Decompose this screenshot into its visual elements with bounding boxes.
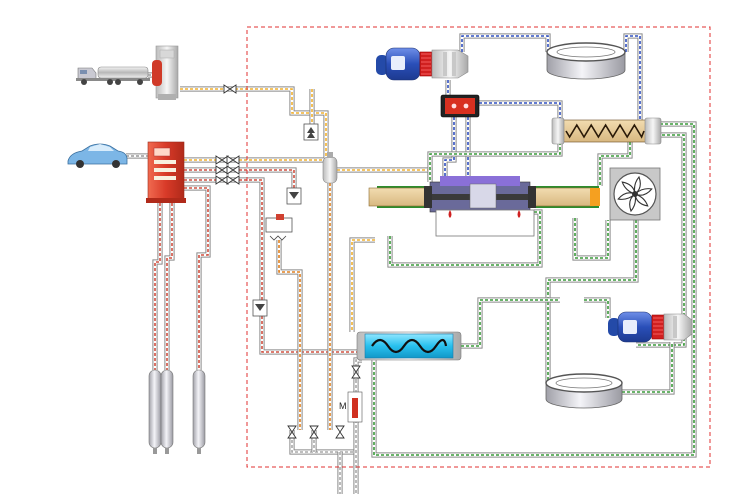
bottom-tank-to-pump [622,342,675,395]
to-adsorber-line [337,167,433,180]
underground-tank-group [148,369,206,454]
valve-icon [215,155,229,165]
pressure-regulator-icon [265,214,293,241]
condenser-to-adsorber [597,142,633,186]
unloading-post-icon [152,45,179,100]
drain-header [289,430,356,455]
fan-blade [621,181,636,195]
level-motor-icon: M [339,391,363,423]
dispenser-return-line-b [184,177,265,300]
adsorber-lower-loop [387,209,543,268]
underground-tank-icon [192,369,206,454]
valve-icon [223,84,237,94]
adsorber-to-exchanger [349,237,375,332]
control-box-icon [440,94,480,118]
underground-tank-icon [148,369,162,454]
fan-blade [633,188,653,196]
cooling-main-return [371,121,697,458]
cooling-branch-pump [636,132,687,348]
filter-separator-icon [322,152,338,184]
valve-icon [215,175,229,185]
flame-arrester-icon [303,123,319,141]
fuel-dispenser-icon [146,141,186,203]
tank-line-b [164,188,175,370]
condenser-top-return [427,142,563,182]
valve-icon [215,165,229,175]
valve-icon [226,165,240,175]
motor-label: M [339,401,347,411]
system-boundary [246,26,711,468]
wavy-heat-exchanger-icon [356,331,462,361]
motor-pump-icon [608,311,693,343]
ring-tank-icon [546,42,626,80]
exchanger-outlet [461,297,560,349]
tank-to-condenser-line [623,33,643,120]
return-to-exchanger [259,316,357,355]
valve-icon [287,425,297,439]
control-to-adsorber-a [442,117,457,176]
regulator-drain [276,240,303,430]
valve-group [215,84,361,439]
adsorber-to-fan [572,218,611,261]
check-valve-lower-icon [252,299,268,317]
car-icon [67,143,128,168]
valve-icon [351,365,361,379]
fan-to-bottom-tank [545,220,639,383]
valve-icon [226,155,240,165]
pump-to-tank-line [459,33,551,52]
tanker-truck-icon [76,66,150,85]
adsorber-assembly [368,176,600,237]
ring-tank-icon [545,373,623,409]
truck-vapor-line [180,86,329,160]
tank-line-a [152,188,163,370]
fan-icon [609,167,661,221]
motor-pump-icon [376,47,469,81]
underground-tank-icon [160,369,174,454]
valve-icon [309,425,319,439]
pipe-network [126,33,697,494]
fan-blade [633,175,641,195]
fan-blade [617,192,637,200]
valve-icon [335,425,345,439]
tank-to-pump-line [584,297,611,318]
coil-condenser-icon [551,117,662,145]
tank-line-c [184,185,211,370]
fan-blade [634,193,649,207]
check-valve-upper-icon [286,187,302,205]
valve-icon [226,175,240,185]
control-to-condenser [479,100,563,120]
fan-blade [629,193,637,213]
